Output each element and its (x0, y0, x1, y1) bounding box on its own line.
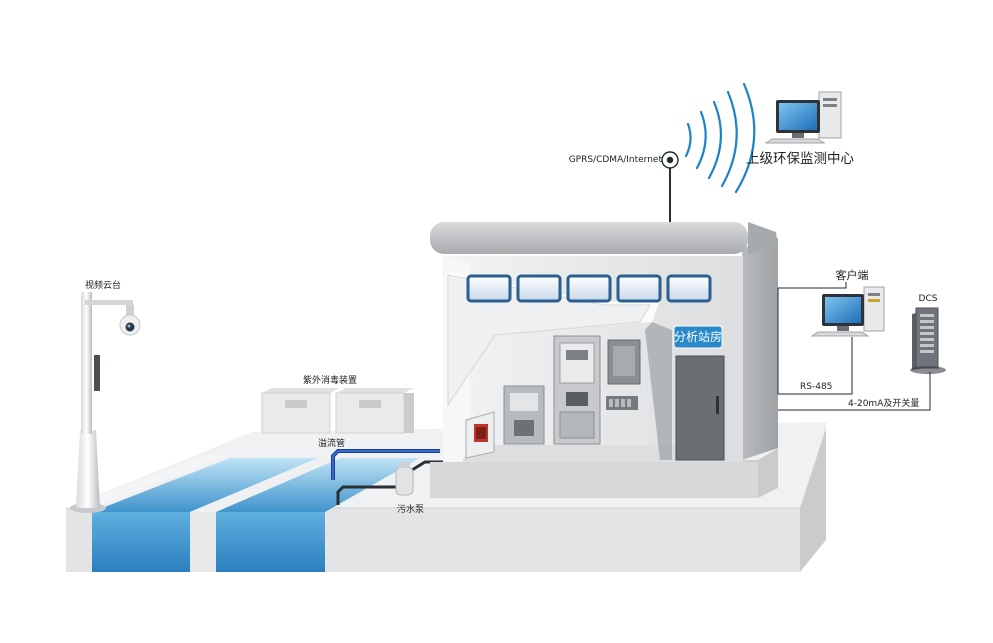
overflow-pipe (331, 449, 440, 480)
tank-left-rim (66, 455, 230, 508)
station-name-badge: 分析站房 (673, 325, 723, 349)
uv-disinfection-unit (261, 388, 414, 434)
network-label: GPRS/CDMA/Internet (569, 155, 663, 165)
water-tank-right (216, 458, 420, 572)
center-label: 上级环保监测中心 (746, 151, 854, 167)
client-computer-icon (810, 286, 885, 337)
sewage-pump-icon (395, 462, 414, 496)
wall-control-box (607, 339, 641, 385)
building-windows (466, 274, 712, 303)
analog-label: 4-20mA及开关量 (848, 397, 919, 409)
antenna (661, 151, 679, 222)
rs485-connection (777, 282, 853, 395)
analyzer-cabinet-tall (553, 335, 601, 445)
tank-divider-wall (190, 458, 340, 572)
analysis-station-building (430, 222, 778, 498)
terminal-block (606, 396, 638, 410)
ptz-camera-icon (119, 305, 141, 336)
svg-text:分析站房: 分析站房 (674, 329, 722, 344)
dcs-label: DCS (919, 294, 938, 304)
rs485-label: RS-485 (800, 382, 832, 392)
analog-io-connection (778, 372, 931, 411)
overflow-label: 溢流管 (318, 437, 345, 449)
pole-junction-box (94, 355, 100, 391)
camera-pole (70, 292, 133, 513)
wireless-signal-icon (684, 82, 756, 194)
dcs-server-icon (910, 307, 946, 374)
monitoring-center-computer-icon (764, 91, 842, 144)
camera-label: 视频云台 (85, 279, 121, 291)
analyzer-cabinet-short (503, 385, 545, 445)
uv-label: 紫外消毒装置 (303, 374, 357, 386)
pump-label: 污水泵 (397, 503, 424, 515)
client-label: 客户端 (836, 268, 869, 282)
sampling-box (465, 411, 495, 459)
